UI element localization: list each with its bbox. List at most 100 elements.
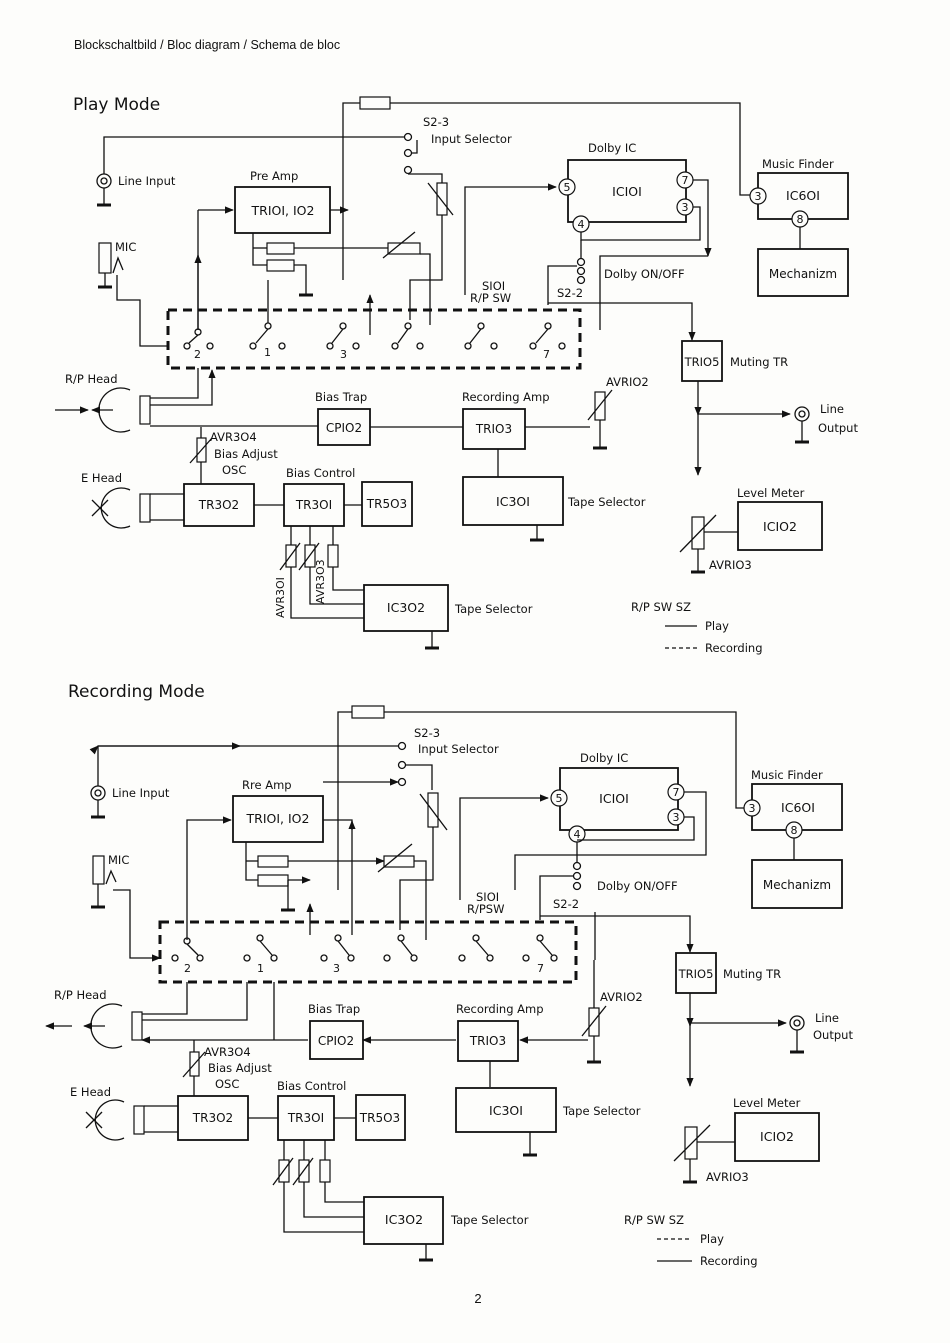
bias-trap-block-label: CPIO2 bbox=[326, 421, 362, 435]
rec-tr302-label: TR3O2 bbox=[192, 1111, 233, 1125]
input-selector-label: Input Selector bbox=[431, 132, 512, 146]
dolby-pin-4: 4 bbox=[578, 218, 585, 231]
dolby-onoff-label: Dolby ON/OFF bbox=[604, 267, 685, 281]
recording-amp-block-label: TRIO3 bbox=[475, 422, 512, 436]
rec-bias-trap-block-label: CPIO2 bbox=[318, 1034, 354, 1048]
rp-head-label: R/P Head bbox=[65, 372, 118, 386]
rec-switch-3-label: 3 bbox=[333, 962, 340, 975]
recording-mode-diagram: Recording Mode Line Input S2-3 Input Sel… bbox=[45, 682, 853, 1268]
rec-level-meter-block bbox=[734, 1112, 820, 1162]
level-meter-block-label: ICIO2 bbox=[763, 519, 797, 534]
tape-selector-1-label: Tape Selector bbox=[567, 495, 646, 509]
tr301-block bbox=[283, 483, 345, 527]
dolby-ic-label: Dolby IC bbox=[588, 141, 636, 155]
tr503-label: TR5O3 bbox=[366, 497, 407, 511]
rp-switch-box bbox=[166, 308, 582, 370]
line-input-jack bbox=[96, 173, 112, 189]
rec-input-selector-label: Input Selector bbox=[418, 742, 499, 756]
switch-3-label: 3 bbox=[340, 348, 347, 361]
rec-muting-tr-block-label: TRIO5 bbox=[678, 967, 714, 981]
rec-switch-7-label: 7 bbox=[537, 962, 544, 975]
rec-dolby-pin-3: 3 bbox=[673, 811, 680, 824]
line-input-label: Line Input bbox=[118, 174, 176, 188]
rec-line-input-label: Line Input bbox=[112, 786, 170, 800]
pre-amp-block-label: TRIOI, IO2 bbox=[251, 203, 315, 218]
rec-recording-amp-block bbox=[457, 1020, 519, 1062]
rec-recording-amp-block-label: TRIO3 bbox=[469, 1034, 506, 1048]
music-finder-pin-3: 3 bbox=[755, 190, 762, 203]
rec-ic302-block bbox=[363, 1196, 444, 1245]
e-head-symbol bbox=[100, 487, 131, 529]
rec-recording-amp-label: Recording Amp bbox=[456, 1002, 544, 1016]
rec-switch-2-label: 2 bbox=[184, 962, 191, 975]
avr303-label: AVR3O3 bbox=[314, 559, 327, 604]
recording-amp-label: Recording Amp bbox=[462, 390, 550, 404]
dolby-pin-7: 7 bbox=[682, 174, 689, 187]
recording-mode-title: Recording Mode bbox=[68, 682, 205, 702]
rec-legend-recording: Recording bbox=[700, 1254, 758, 1268]
resistor-top bbox=[359, 96, 391, 110]
legend-title: R/P SW SZ bbox=[631, 600, 691, 614]
switch-2-label: 2 bbox=[194, 348, 201, 361]
s101-label: SIOI bbox=[482, 279, 505, 293]
e-head-label: E Head bbox=[81, 471, 122, 485]
bias-control-label: Bias Control bbox=[286, 466, 355, 480]
rec-e-head-symbol bbox=[94, 1099, 125, 1141]
muting-tr-block-label: TRIO5 bbox=[684, 355, 720, 369]
rec-mechanism-label: Mechanizm bbox=[763, 878, 831, 892]
rec-avr102-label: AVRIO2 bbox=[600, 990, 643, 1004]
rec-dolby-pin-4: 4 bbox=[574, 828, 581, 841]
rec-rp-sw-label: R/PSW bbox=[467, 902, 504, 916]
page-header: Blockschaltbild / Bloc diagram / Schema … bbox=[74, 38, 340, 52]
rec-tape-selector-1-label: Tape Selector bbox=[562, 1104, 641, 1118]
avr301-label: AVR3OI bbox=[274, 577, 287, 618]
recording-amp-block bbox=[462, 408, 526, 450]
rec-mechanism-block bbox=[751, 859, 843, 909]
rec-music-finder-pin-8: 8 bbox=[791, 824, 798, 837]
switch-1-label: 1 bbox=[264, 346, 271, 359]
rec-bias-adjust-label: Bias Adjust bbox=[208, 1061, 272, 1075]
level-meter-block bbox=[737, 501, 823, 551]
rec-rp-head-label: R/P Head bbox=[54, 988, 107, 1002]
ic302-label: IC3O2 bbox=[387, 600, 425, 615]
page-number: 2 bbox=[474, 1291, 481, 1306]
rec-osc-label: OSC bbox=[215, 1077, 239, 1091]
bias-trap-block bbox=[317, 408, 371, 446]
line-output-label-2: Output bbox=[818, 421, 858, 435]
rp-sw-label: R/P SW bbox=[470, 291, 511, 305]
ic301-label: IC3OI bbox=[496, 494, 530, 509]
music-finder-label: Music Finder bbox=[762, 157, 834, 171]
tr302-block bbox=[183, 483, 255, 527]
rec-level-meter-block-label: ICIO2 bbox=[760, 1129, 794, 1144]
rec-dolby-pin-7: 7 bbox=[673, 786, 680, 799]
ic301-block bbox=[462, 476, 564, 526]
rec-ic301-label: IC3OI bbox=[489, 1103, 523, 1118]
rec-tr503-block bbox=[355, 1094, 406, 1141]
rec-avr103-label: AVRIO3 bbox=[706, 1170, 749, 1184]
rec-legend-play: Play bbox=[700, 1232, 724, 1246]
rp-switch-contacts bbox=[183, 322, 566, 350]
rec-s101-label: SIOI bbox=[476, 890, 499, 904]
avr304-label: AVR3O4 bbox=[210, 430, 257, 444]
avr103-label: AVRIO3 bbox=[709, 558, 752, 572]
legend-recording: Recording bbox=[705, 641, 763, 655]
rec-tape-selector-2-label: Tape Selector bbox=[450, 1213, 529, 1227]
muting-tr-block bbox=[681, 340, 723, 382]
rec-pre-amp-block bbox=[232, 795, 324, 843]
rec-dolby-ic-block-label: ICIOI bbox=[599, 791, 629, 806]
rec-tr301-block bbox=[277, 1095, 335, 1141]
pre-amp-label: Pre Amp bbox=[250, 169, 298, 183]
legend-play: Play bbox=[705, 619, 729, 633]
rec-line-output-label-2: Output bbox=[813, 1028, 853, 1042]
dolby-ic-block-label: ICIOI bbox=[612, 184, 642, 199]
switch-7-label: 7 bbox=[543, 348, 550, 361]
tr302-label: TR3O2 bbox=[198, 498, 239, 512]
level-meter-label: Level Meter bbox=[737, 486, 805, 500]
music-finder-pin-8: 8 bbox=[797, 213, 804, 226]
rec-bias-trap-block bbox=[309, 1020, 364, 1060]
tr503-block bbox=[361, 481, 413, 527]
rec-dolby-onoff-label: Dolby ON/OFF bbox=[597, 879, 678, 893]
rec-tr301-label: TR3OI bbox=[287, 1111, 324, 1125]
